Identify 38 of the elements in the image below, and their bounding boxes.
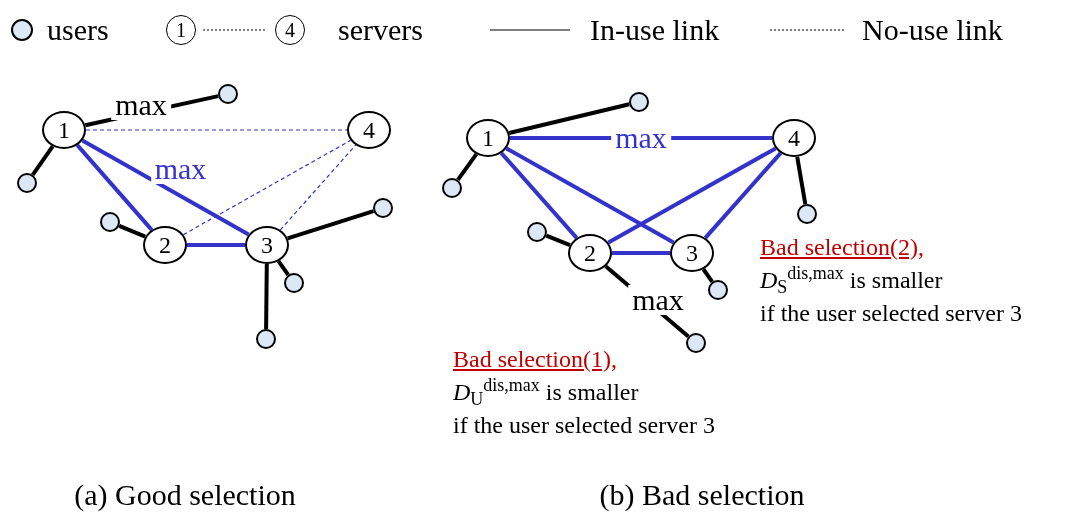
in-use-link — [31, 145, 55, 176]
in-use-link — [612, 251, 670, 255]
server-ellipse: 2 — [143, 226, 187, 264]
in-use-link — [703, 151, 783, 240]
annotation-text: D$_{S}$$^{dis,max}$ is smaller — [760, 265, 943, 295]
in-use-link — [264, 263, 269, 330]
in-use-link — [499, 151, 579, 240]
server-ellipse: 3 — [245, 226, 289, 264]
in-use-link — [701, 268, 714, 283]
no-use-link — [279, 144, 357, 231]
in-use-link — [81, 138, 250, 237]
in-use-link — [508, 102, 630, 135]
in-use-link — [276, 260, 290, 276]
legend-label: servers — [338, 15, 423, 45]
subfigure-caption: (b) Bad selection — [599, 480, 805, 510]
annotation-text: if the user selected server 3 — [760, 299, 1022, 328]
in-use-link — [505, 146, 675, 245]
server-ellipse: 1 — [42, 111, 86, 149]
annotation-text: if the user selected server 3 — [453, 411, 715, 440]
subfigure-caption: (a) Good selection — [74, 480, 296, 510]
in-use-link — [287, 209, 375, 241]
server-ellipse: 2 — [568, 234, 612, 272]
legend-label: No-use link — [862, 15, 1003, 45]
no-use-link — [182, 139, 352, 236]
server-ellipse: 1 — [466, 119, 510, 157]
in-use-link — [75, 143, 154, 232]
server-ellipse: 3 — [670, 234, 714, 272]
in-use-link — [795, 156, 808, 205]
annotation-heading: Bad selection(1), — [453, 345, 617, 374]
in-use-link — [187, 243, 245, 247]
annotation-heading: Bad selection(2), — [760, 233, 924, 262]
in-use-link — [607, 146, 777, 245]
annotation-text: D$_{U}$$^{dis,max}$ is smaller — [453, 377, 639, 407]
legend-label: users — [47, 15, 109, 45]
server-ellipse: 4 — [347, 111, 391, 149]
server-ellipse: 4 — [772, 119, 816, 157]
legend-label: In-use link — [590, 15, 720, 45]
no-use-link — [85, 129, 348, 131]
